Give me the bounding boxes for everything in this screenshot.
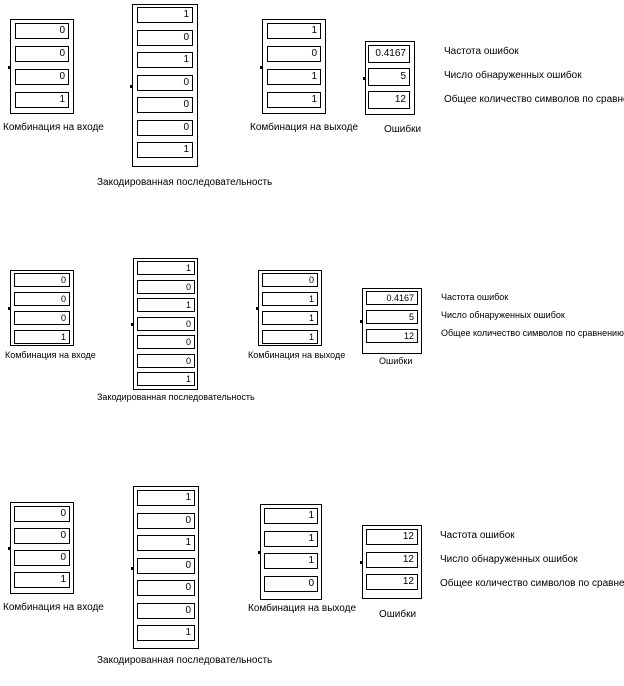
- encoded-sequence-display-cell: 1: [137, 535, 195, 551]
- encoded-sequence-display-cell: 1: [137, 52, 193, 68]
- output-combination-display-cell: 1: [264, 530, 318, 547]
- encoded-sequence-display-cell: 0: [137, 353, 195, 368]
- encoded-sequence-display-cell: 1: [137, 261, 195, 275]
- input-combination-display-input-port: [8, 307, 11, 310]
- encoded-sequence-display-cell: 1: [137, 142, 193, 158]
- encoded-sequence-display-label: Закодированная последовательность: [97, 655, 273, 666]
- encoded-sequence-display-cell: 1: [137, 298, 195, 312]
- input-combination-display-cell: 0: [14, 292, 70, 306]
- errors-display-cell: 5: [366, 310, 418, 324]
- error-description: Число обнаруженных ошибок: [440, 554, 578, 565]
- input-combination-display-label: Комбинация на входе: [5, 350, 96, 360]
- input-combination-display-input-port: [8, 65, 11, 69]
- input-combination-display-cell: 0: [14, 506, 70, 522]
- input-combination-display-input-port: [8, 547, 11, 550]
- input-combination-display-cell: 0: [15, 69, 69, 85]
- encoded-sequence-display-cell: 1: [137, 372, 195, 386]
- encoded-sequence-display-input-port: [131, 323, 134, 326]
- input-combination-display-cell: 1: [15, 92, 69, 108]
- errors-display-cell: 5: [368, 68, 410, 86]
- encoded-sequence-display-cell: 0: [137, 279, 195, 294]
- encoded-sequence-display-cell: 1: [137, 625, 195, 641]
- input-combination-display-cell: 0: [14, 550, 70, 566]
- encoded-sequence-display-cell: 1: [137, 7, 193, 23]
- encoded-sequence-display-cell: 0: [137, 119, 193, 136]
- output-combination-display-cell: 1: [267, 92, 321, 108]
- encoded-sequence-display-label: Закодированная последовательность: [97, 392, 255, 402]
- output-combination-display-label: Комбинация на выходе: [250, 122, 359, 133]
- input-combination-display-label: Комбинация на входе: [3, 122, 104, 133]
- input-combination-display-cell: 0: [14, 273, 70, 287]
- encoded-sequence-display-cell: 1: [137, 490, 195, 506]
- output-combination-display-cell: 1: [264, 508, 318, 524]
- output-combination-display-cell: 0: [267, 46, 321, 62]
- encoded-sequence-display-cell: 0: [137, 97, 193, 113]
- error-description: Общее количество символов по сравнению: [444, 94, 624, 105]
- errors-display-label: Ошибки: [384, 124, 422, 135]
- input-combination-display-cell: 1: [14, 330, 70, 344]
- output-combination-display-label: Комбинация на выходе: [248, 350, 346, 360]
- encoded-sequence-display-cell: 0: [137, 316, 195, 331]
- encoded-sequence-display-cell: 0: [137, 602, 195, 619]
- error-description: Общее количество символов по сравнению: [440, 578, 624, 589]
- errors-display-input-port: [363, 77, 366, 80]
- output-combination-display-cell: 1: [262, 311, 318, 325]
- input-combination-display-label: Комбинация на входе: [3, 602, 104, 613]
- error-description: Частота ошибок: [444, 46, 519, 57]
- encoded-sequence-display-cell: 0: [137, 512, 195, 529]
- output-combination-display-cell: 1: [267, 69, 321, 85]
- errors-display-input-port: [360, 561, 363, 564]
- errors-display-label: Ошибки: [379, 609, 417, 620]
- output-combination-display-cell: 1: [262, 330, 318, 344]
- encoded-sequence-display-input-port: [131, 566, 134, 570]
- encoded-sequence-display-cell: 0: [137, 29, 193, 46]
- input-combination-display-cell: 1: [14, 572, 70, 588]
- errors-display-cell: 12: [366, 574, 418, 590]
- encoded-sequence-display-cell: 0: [137, 74, 193, 91]
- output-combination-display-cell: 0: [262, 273, 318, 287]
- encoded-sequence-display-label: Закодированная последовательность: [97, 177, 273, 188]
- errors-display-cell: 12: [368, 91, 410, 109]
- errors-display-label: Ошибки: [379, 356, 413, 366]
- encoded-sequence-display-cell: 0: [137, 335, 195, 349]
- errors-display-cell: 12: [366, 529, 418, 545]
- output-combination-display-input-port: [256, 307, 259, 310]
- output-combination-display-cell: 1: [262, 292, 318, 306]
- output-combination-display-cell: 0: [264, 575, 318, 592]
- encoded-sequence-display-cell: 0: [137, 580, 195, 596]
- error-description: Частота ошибок: [440, 530, 515, 541]
- output-combination-display-cell: 1: [264, 553, 318, 569]
- errors-display-cell: 0.4167: [368, 45, 410, 63]
- error-description: Частота ошибок: [441, 292, 509, 302]
- output-combination-display-label: Комбинация на выходе: [248, 603, 357, 614]
- errors-display-cell: 0.4167: [366, 291, 418, 305]
- output-combination-display-cell: 1: [267, 23, 321, 39]
- error-description: Число обнаруженных ошибок: [444, 70, 582, 81]
- encoded-sequence-display-input-port: [130, 84, 133, 88]
- output-combination-display-input-port: [258, 551, 261, 554]
- input-combination-display-cell: 0: [15, 23, 69, 39]
- output-combination-display-input-port: [260, 65, 263, 69]
- encoded-sequence-display-cell: 0: [137, 557, 195, 574]
- errors-display-cell: 12: [366, 551, 418, 568]
- error-description: Число обнаруженных ошибок: [441, 310, 565, 320]
- input-combination-display-cell: 0: [14, 528, 70, 544]
- error-description: Общее количество символов по сравнению: [441, 328, 624, 338]
- errors-display-cell: 12: [366, 329, 418, 343]
- input-combination-display-cell: 0: [15, 46, 69, 62]
- errors-display-input-port: [360, 320, 363, 323]
- input-combination-display-cell: 0: [14, 311, 70, 325]
